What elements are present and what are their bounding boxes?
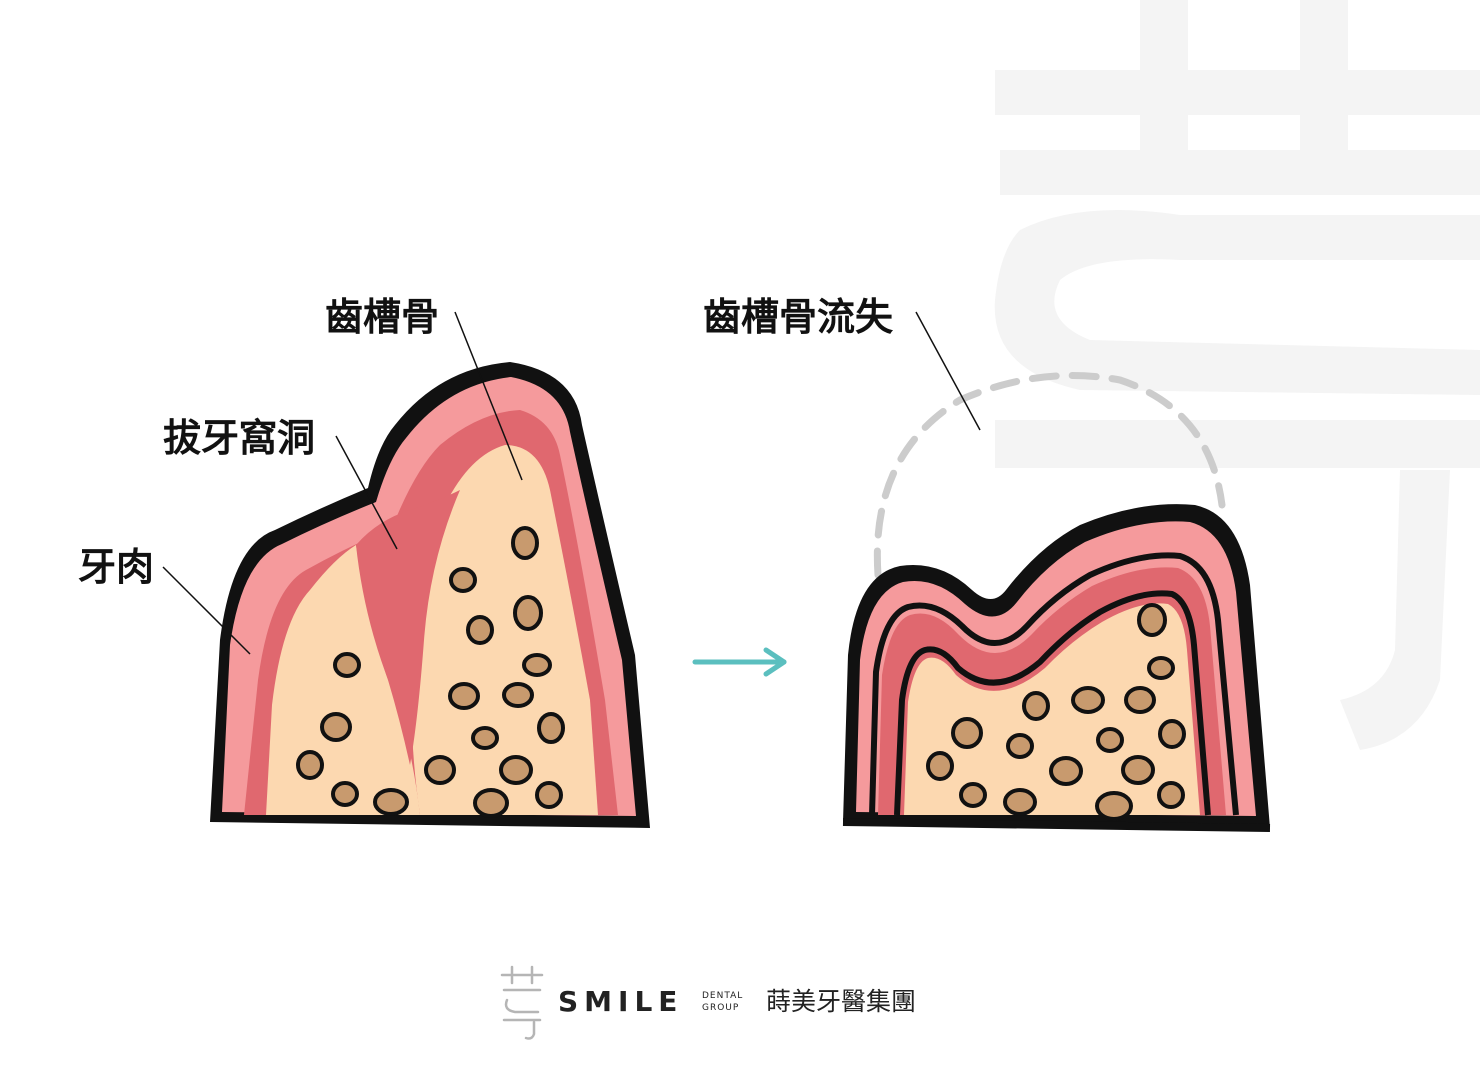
bone-left-lobe — [266, 545, 420, 815]
leader-line-bone-loss — [915, 311, 981, 431]
label-extraction-socket: 拔牙窩洞 — [163, 416, 315, 460]
gum-layer-line-outer — [869, 552, 1239, 816]
healthy-ridge-illustration — [210, 362, 650, 828]
right-arrow-icon — [692, 647, 787, 677]
label-bone-loss: 齒槽骨流失 — [703, 295, 894, 339]
footer-sub-dental: DENTAL — [702, 991, 743, 1001]
leader-line-gum — [162, 566, 251, 655]
label-alveolar-bone: 齒槽骨 — [325, 295, 439, 339]
footer-brand-smile: SMILE — [558, 985, 683, 1018]
extraction-socket — [356, 490, 460, 765]
footer-branding: SMILE DENTAL GROUP 蒔美牙醫集團 — [500, 965, 916, 1040]
gum-layer-line-inner — [894, 590, 1211, 816]
smile-logo-icon — [500, 965, 544, 1040]
bone-spots-left — [296, 526, 565, 818]
label-gum: 牙肉 — [78, 545, 154, 589]
resorbed-ridge-illustration — [842, 372, 1271, 832]
watermark-logo-icon — [994, 0, 1480, 750]
leader-lines-left — [162, 311, 523, 655]
footer-sub-group: GROUP — [702, 1003, 739, 1013]
leader-line-extraction-socket — [335, 435, 398, 550]
leader-line-alveolar-bone — [454, 311, 523, 481]
footer-company-name: 蒔美牙醫集團 — [766, 987, 916, 1016]
original-ridge-dashed-outline — [873, 372, 1226, 579]
bone-spots-right — [926, 603, 1186, 821]
